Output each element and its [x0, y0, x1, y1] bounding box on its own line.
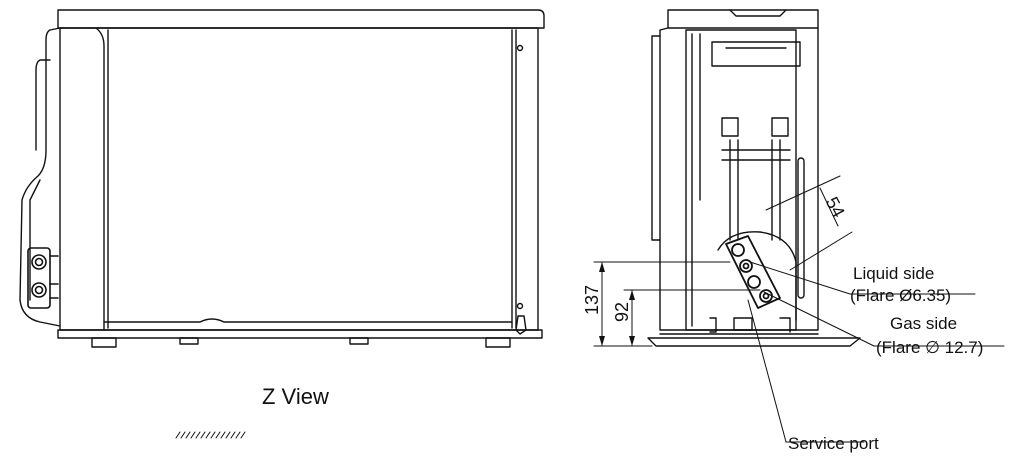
dimension-54: 54 — [822, 194, 849, 221]
liquid-side-label: Liquid side — [853, 264, 935, 283]
gas-side-label: Gas side — [890, 314, 958, 333]
gas-flare-label: (Flare ∅ 12.7) — [876, 338, 984, 357]
ground-hatch — [175, 431, 246, 439]
front-view-unit — [19, 9, 545, 348]
dimension-92: 92 — [612, 302, 632, 322]
liquid-flare-label: (Flare Ø6.35) — [850, 286, 952, 305]
view-title: Z View — [262, 384, 329, 409]
dimension-lines — [593, 175, 1005, 443]
service-port-label: Service port — [788, 434, 879, 453]
dimension-137: 137 — [582, 285, 602, 315]
side-view-unit — [647, 9, 861, 347]
